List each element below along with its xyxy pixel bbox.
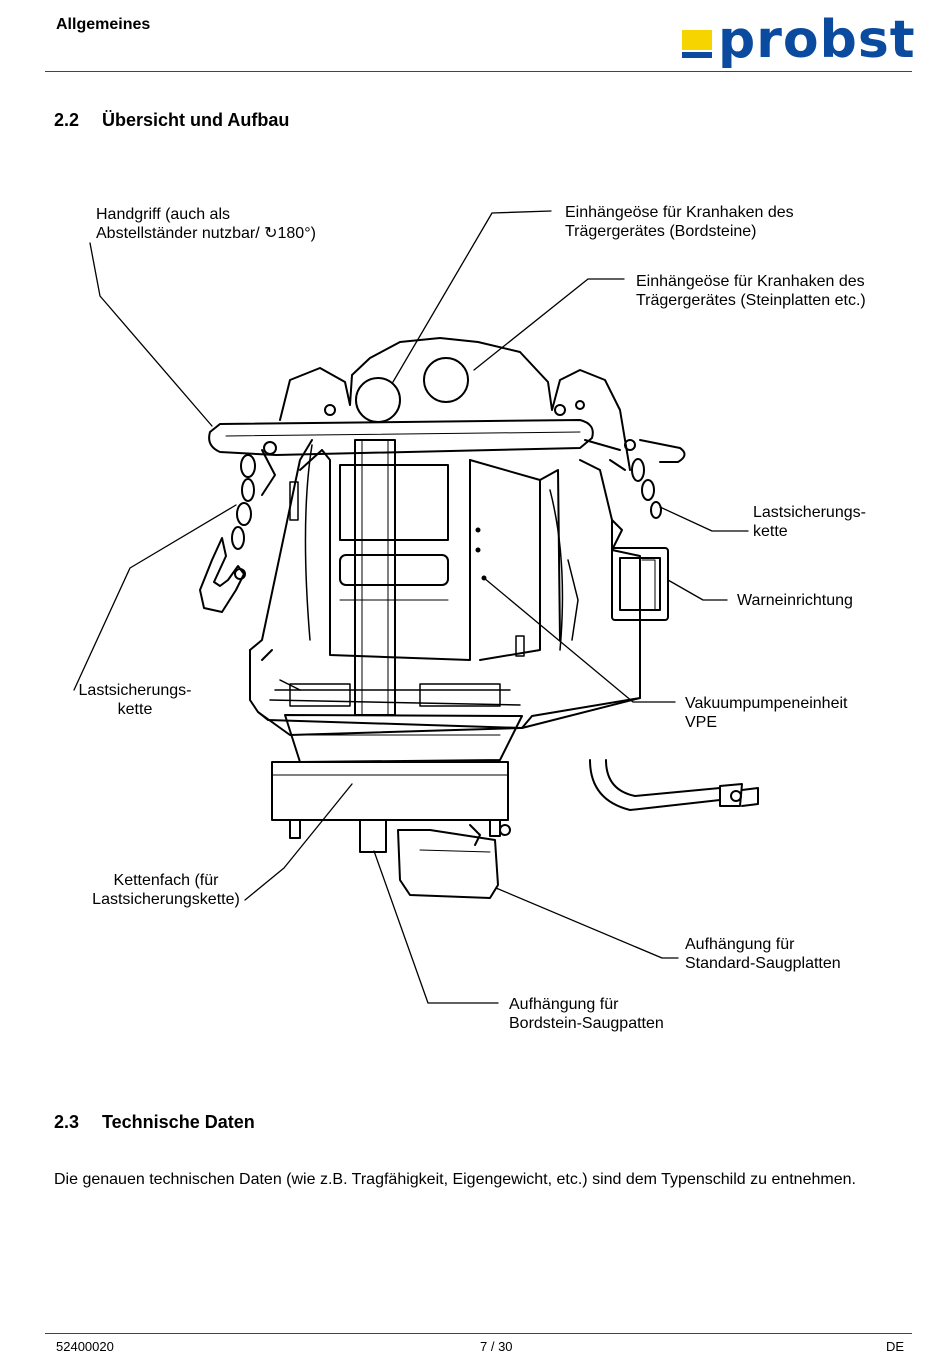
mast [354, 439, 396, 716]
label-bordstein-line1: Aufhängung für [509, 996, 619, 1013]
hose [589, 759, 759, 811]
label-kette-left-line1: Lastsicherungs- [78, 682, 192, 699]
right-chain [609, 439, 662, 519]
label-warneinrichtung: Warneinrichtung [737, 592, 853, 609]
leader-lines [73, 210, 749, 1004]
label-oese-bordsteine: Einhängeöse für Kranhaken des Trägergerä… [565, 203, 794, 241]
label-kettenfach-line2: Lastsicherungskette) [92, 891, 240, 908]
logo-text: probst [718, 10, 916, 70]
label-kettenfach-line1: Kettenfach (für [113, 872, 219, 889]
label-aufhaengung-bordstein: Aufhängung für Bordstein-Saugpatten [509, 995, 664, 1033]
label-vpe-line2: VPE [685, 714, 718, 731]
label-kette-left-line2: kette [117, 701, 153, 718]
section-2-2-number: 2.2 [54, 110, 80, 130]
technical-data-paragraph: Die genauen technischen Daten (wie z.B. … [54, 1171, 856, 1188]
label-kettenfach: Kettenfach (für Lastsicherungskette) [88, 871, 244, 909]
pump-unit [299, 449, 561, 661]
label-oese-steinplatten-line2: Trägergerätes (Steinplatten etc.) [636, 292, 866, 309]
header-section-title: Allgemeines [56, 16, 151, 33]
label-kette-right-line1: Lastsicherungs- [753, 504, 866, 521]
label-handgriff: Handgriff (auch als Abstellständer nutzb… [96, 205, 316, 243]
section-2-2-heading: 2.2 Übersicht und Aufbau [54, 110, 289, 131]
section-2-3-title: Technische Daten [102, 1112, 255, 1132]
label-lastsicherungskette-right: Lastsicherungs- kette [753, 503, 866, 541]
label-vpe-line1: Vakuumpumpeneinheit [685, 695, 848, 712]
label-bordstein-line2: Bordstein-Saugpatten [509, 1015, 664, 1032]
label-lastsicherungskette-left: Lastsicherungs- kette [74, 681, 196, 719]
label-aufhaengung-standard: Aufhängung für Standard-Saugplatten [685, 935, 841, 973]
label-oese-bordsteine-line2: Trägergerätes (Bordsteine) [565, 223, 757, 240]
header-rule [45, 71, 912, 72]
footer-language: DE [886, 1339, 905, 1354]
label-vakuumpumpeneinheit: Vakuumpumpeneinheit VPE [685, 694, 847, 732]
inner-details [269, 679, 521, 707]
lower-suspension [359, 819, 511, 899]
section-2-2-title: Übersicht und Aufbau [102, 110, 290, 130]
label-handgriff-line2: Abstellständer nutzbar/ ↻180°) [96, 225, 316, 242]
label-standard-line2: Standard-Saugplatten [685, 955, 841, 972]
section-2-3-number: 2.3 [54, 1112, 80, 1132]
footer-doc-number: 52400020 [56, 1339, 114, 1354]
label-handgriff-line1: Handgriff (auch als [96, 206, 230, 223]
handle-bar [208, 419, 686, 463]
footer-rule [45, 1333, 912, 1334]
left-chain [199, 441, 277, 613]
probst-logo: probst [680, 10, 915, 70]
label-oese-bordsteine-line1: Einhängeöse für Kranhaken des [565, 204, 794, 221]
footer-page-number: 7 / 30 [480, 1339, 513, 1354]
label-oese-steinplatten-line1: Einhängeöse für Kranhaken des [636, 273, 865, 290]
side-struts [289, 444, 579, 657]
logo-blue-bar [682, 52, 712, 58]
warning-device [611, 547, 669, 621]
label-oese-steinplatten: Einhängeöse für Kranhaken des Trägergerä… [636, 272, 866, 310]
label-standard-line1: Aufhängung für [685, 936, 795, 953]
chain-compartment [271, 714, 523, 839]
section-2-3-heading: 2.3 Technische Daten [54, 1112, 255, 1133]
label-kette-right-line2: kette [753, 523, 788, 540]
logo-yellow-bar [682, 30, 712, 50]
housing [249, 439, 641, 736]
